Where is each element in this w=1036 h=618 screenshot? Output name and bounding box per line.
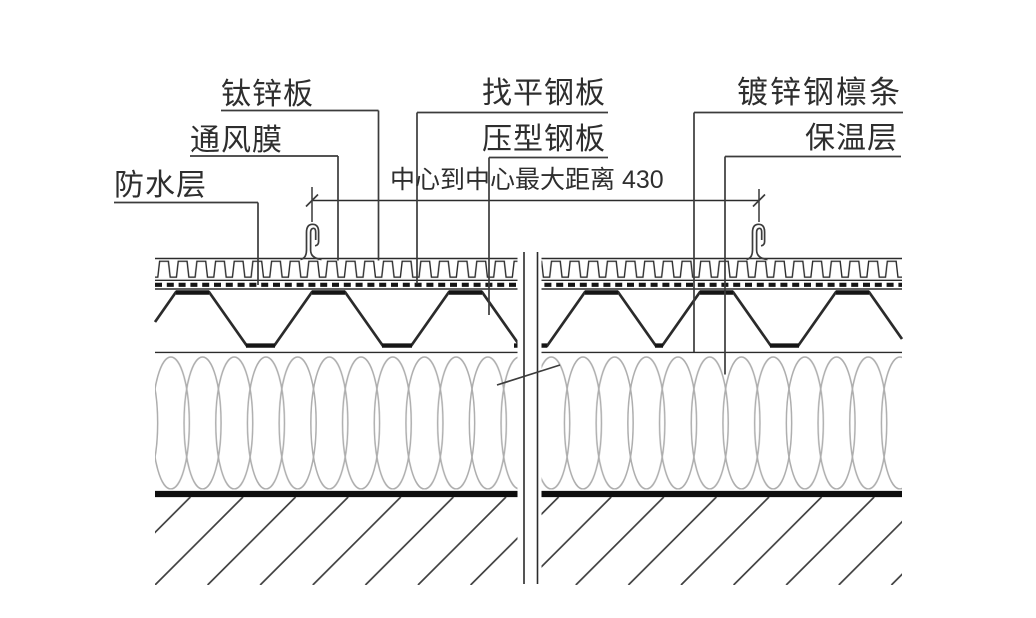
label-titanium-zinc-panel: 钛锌板 <box>221 78 314 111</box>
label-insulation-layer: 保温层 <box>805 122 898 155</box>
standing-seam-right <box>745 223 769 261</box>
break-lines <box>523 252 539 584</box>
label-galvanized-steel-purlin: 镀锌钢檩条 <box>737 75 902 110</box>
leader-leveling-steel-plate <box>416 111 608 284</box>
label-leveling-steel-plate: 找平钢板 <box>482 77 606 110</box>
leader-titanium-zinc-panel <box>221 109 380 261</box>
dimension-ticks <box>305 193 766 208</box>
label-ventilation-membrane: 通风膜 <box>190 124 283 157</box>
dimension-line <box>305 187 766 222</box>
leader-profiled-steel-plate <box>488 156 608 315</box>
leader-galvanized-steel-purlin <box>693 111 903 352</box>
standing-seam-left <box>299 223 323 261</box>
dimension-text: 中心到中心最大距离 430 <box>390 166 664 194</box>
leader-insulation-layer <box>724 155 901 375</box>
leader-ventilation-membrane <box>190 155 339 261</box>
section-break <box>496 252 561 586</box>
label-profiled-steel-plate: 压型钢板 <box>482 123 606 156</box>
profiled-deck-layer <box>153 290 904 354</box>
leader-waterproof-layer <box>114 201 259 285</box>
label-waterproof-layer: 防水层 <box>114 169 207 202</box>
break-zigzag <box>496 364 561 386</box>
